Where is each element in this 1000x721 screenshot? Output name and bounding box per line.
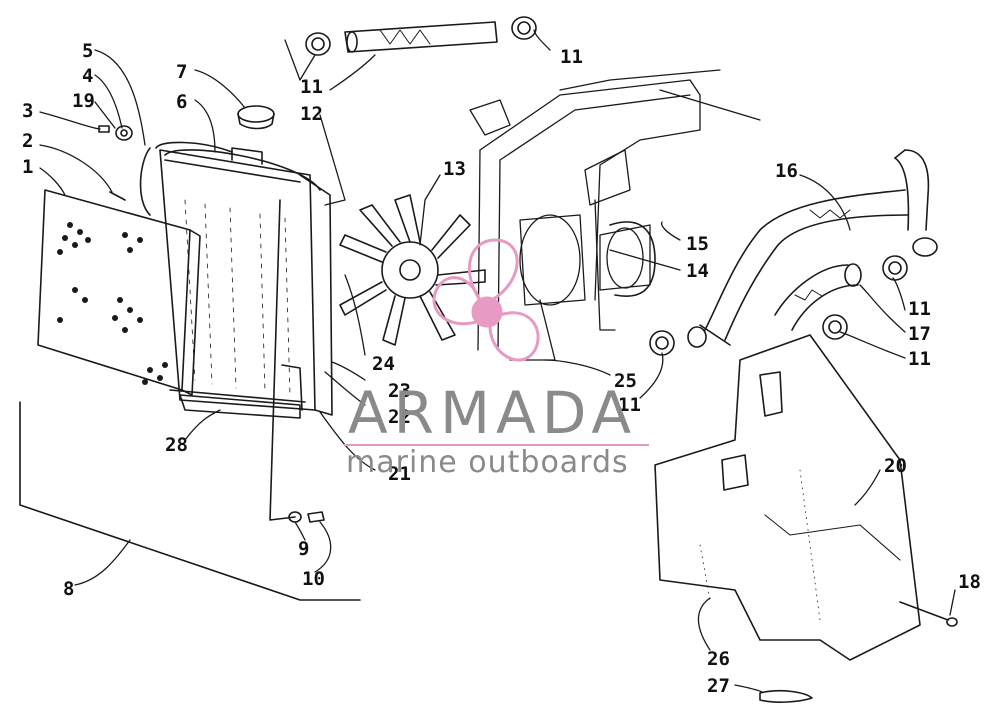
callout-11-center: 11 [618, 394, 641, 416]
callout-21: 21 [388, 463, 411, 485]
callout-8: 8 [63, 578, 75, 600]
callout-7: 7 [176, 61, 188, 83]
callout-14: 14 [686, 260, 709, 282]
callout-11-right-lower: 11 [908, 348, 931, 370]
bracket-2 [109, 191, 126, 201]
callout-20: 20 [884, 455, 907, 477]
grille-perforations [57, 222, 168, 385]
radiator-assembly [159, 147, 333, 416]
callout-26: 26 [707, 648, 730, 670]
pump-housing [609, 221, 656, 297]
leader-lines [39, 29, 956, 693]
callout-11-right-upper: 11 [908, 298, 931, 320]
callout-9: 9 [298, 538, 310, 560]
callout-11-top-left: 11 [300, 76, 323, 98]
hose-clamp-center [649, 326, 707, 356]
callout-18: 18 [958, 571, 981, 593]
hose-17 [774, 263, 862, 331]
bolt-18 [899, 601, 958, 627]
grille-panel [37, 189, 201, 396]
hose-clamp-top-left [305, 32, 331, 56]
callout-22: 22 [388, 406, 411, 428]
callout-19: 19 [72, 90, 95, 112]
watermark-name: ARMADA [348, 379, 638, 447]
callout-16: 16 [775, 160, 798, 182]
callout-3: 3 [22, 100, 34, 122]
callout-4: 4 [82, 65, 94, 87]
hose-clamp-right-upper [882, 237, 938, 281]
callout-12: 12 [300, 103, 323, 125]
callout-17: 17 [908, 323, 931, 345]
radiator-cap [237, 105, 275, 130]
callout-27: 27 [707, 675, 730, 697]
watermark-tagline: marine outboards [346, 445, 629, 480]
cooling-fan [339, 194, 486, 346]
lower-tank [179, 364, 303, 419]
side-shroud-panel [654, 334, 921, 661]
hose-clamp-top-right [511, 16, 537, 40]
callout-11-top-right: 11 [560, 46, 583, 68]
chassis-frame [469, 69, 761, 361]
callout-23: 23 [388, 380, 411, 402]
overflow-hose [139, 141, 233, 216]
watermark-logo-icon [432, 238, 540, 362]
washer-4 [115, 125, 133, 141]
upper-hose [344, 21, 498, 53]
callout-24: 24 [372, 353, 395, 375]
hose-16 [699, 149, 930, 346]
callout-13: 13 [443, 158, 466, 180]
callout-1: 1 [22, 156, 34, 178]
callout-25: 25 [614, 370, 637, 392]
callout-15: 15 [686, 233, 709, 255]
group-bracket-8 [19, 199, 361, 601]
callout-28: 28 [165, 434, 188, 456]
callout-2: 2 [22, 130, 34, 152]
callout-6: 6 [176, 91, 188, 113]
callout-10: 10 [302, 568, 325, 590]
watermark-underline [344, 444, 649, 446]
loop-27 [759, 690, 813, 703]
hose-clamp-right-lower [822, 314, 848, 340]
callout-5: 5 [82, 40, 94, 62]
